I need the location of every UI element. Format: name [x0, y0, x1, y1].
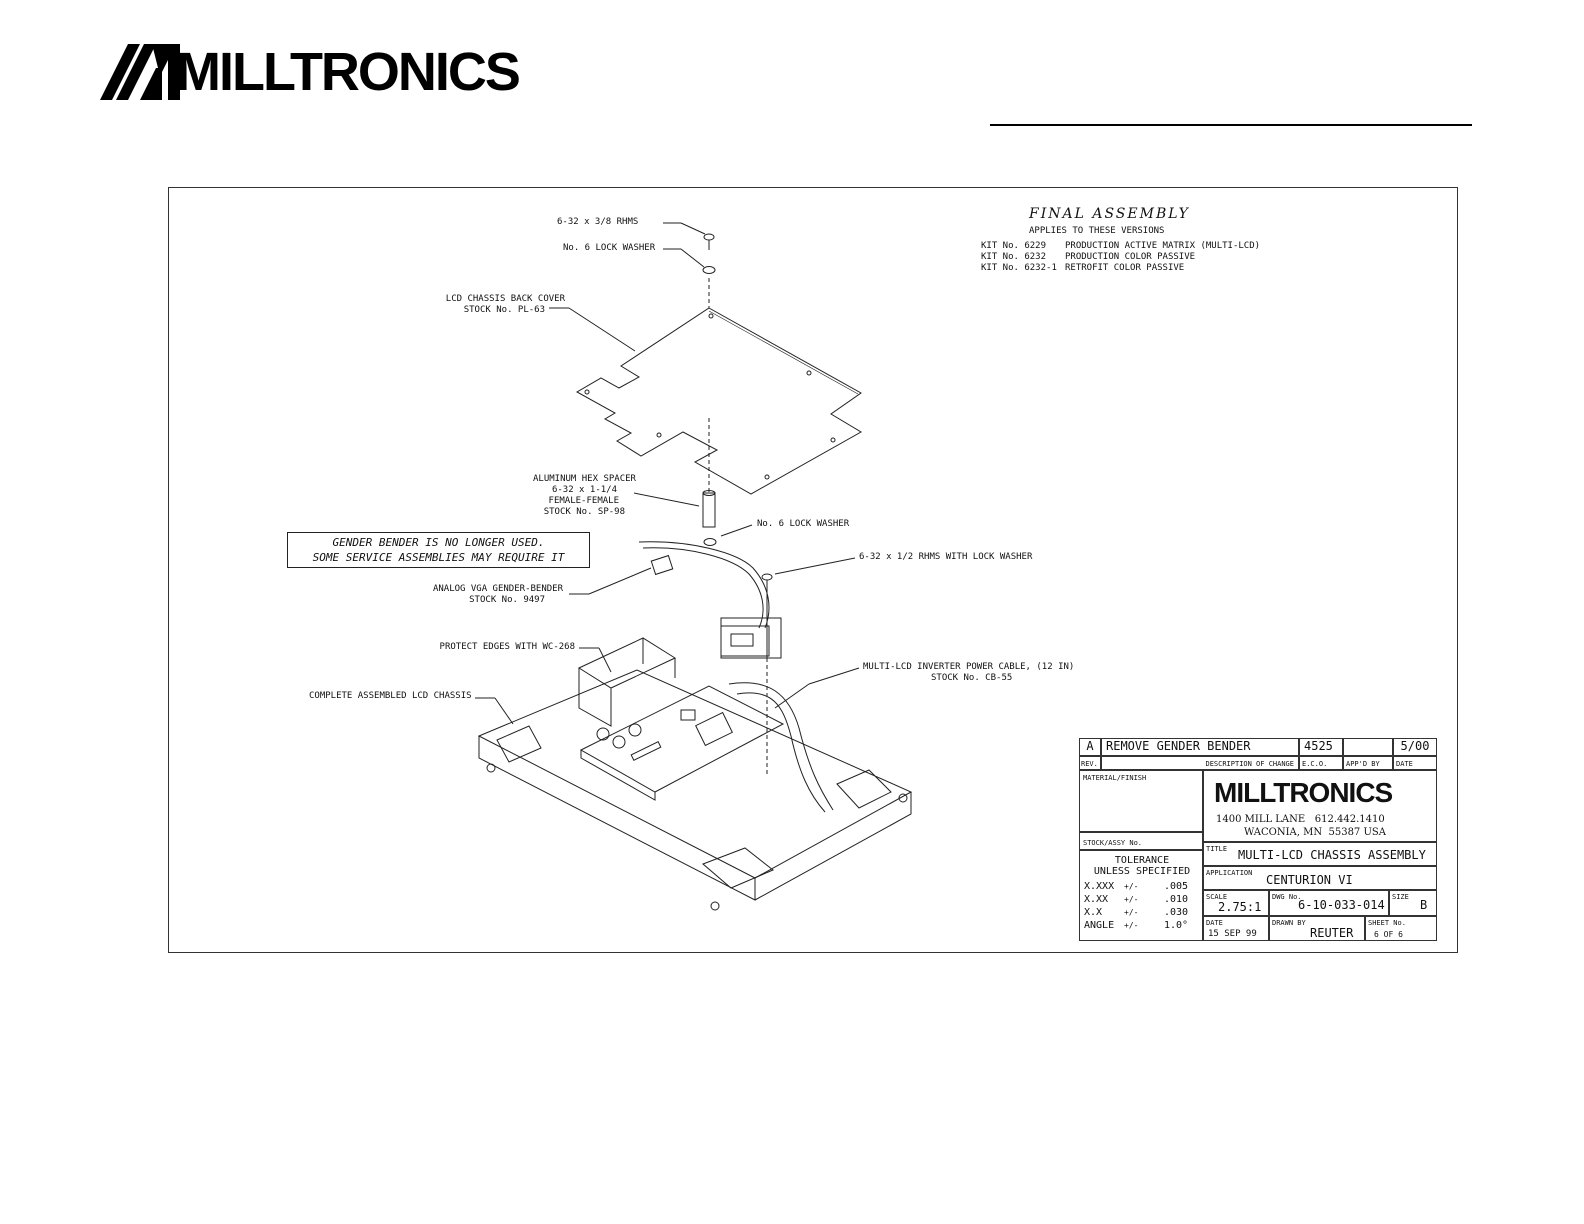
title-cell: TITLE MULTI-LCD CHASSIS ASSEMBLY — [1203, 842, 1437, 866]
callout-spacer-2: 6-32 x 1-1/4 — [551, 485, 617, 495]
final-assembly-subtitle: APPLIES TO THESE VERSIONS — [1029, 226, 1165, 236]
rev-appd — [1343, 738, 1393, 756]
exploded-assembly-drawing — [475, 222, 913, 911]
callout-gender-2: STOCK No. 9497 — [469, 595, 545, 605]
company-address-1: 1400 MILL LANE 612.442.1410 — [1216, 814, 1385, 825]
callout-washer-top: No. 6 LOCK WASHER — [563, 243, 656, 253]
callout-spacer-3: FEMALE-FEMALE — [548, 496, 619, 506]
callout-spacer-4: STOCK No. SP-98 — [543, 507, 625, 517]
hdr-desc: DESCRIPTION OF CHANGE — [1101, 756, 1299, 770]
callout-screw-top: 6-32 x 3/8 RHMS — [557, 217, 639, 227]
logo-mark-icon — [100, 44, 180, 100]
dwg-number: 6-10-033-014 — [1298, 898, 1385, 912]
final-assembly-title: FINAL ASSEMBLY — [1029, 206, 1190, 222]
company-logo: MILLTRONICS — [1214, 777, 1393, 808]
company-address-2: WACONIA, MN 55387 USA — [1244, 827, 1386, 838]
hdr-date: DATE — [1393, 756, 1437, 770]
date-value: 15 SEP 99 — [1208, 929, 1257, 939]
inverter-cable — [728, 682, 834, 811]
rev-date: 5/00 — [1393, 738, 1437, 756]
gender-bender-icon — [638, 541, 770, 657]
size-cell: SIZE B — [1389, 890, 1437, 916]
tolerance-rows: X.XXX+/-.005 X.XX+/-.010 X.X+/-.030 ANGL… — [1084, 880, 1188, 932]
callout-gender-1: ANALOG VGA GENDER-BENDER — [432, 584, 563, 594]
top-screw-icon — [703, 233, 715, 250]
hdr-appd: APP'D BY — [1343, 756, 1393, 770]
header-rule — [990, 124, 1472, 126]
milltronics-logo: MILLTRONICS — [100, 40, 521, 104]
mid-screw-icon — [761, 573, 773, 658]
size-value: B — [1420, 898, 1428, 912]
date-cell: DATE 15 SEP 99 — [1203, 916, 1269, 941]
top-washer-icon — [702, 266, 716, 274]
title-block: A REMOVE GENDER BENDER 4525 5/00 REV. DE… — [1079, 738, 1437, 941]
drawn-value: REUTER — [1310, 926, 1354, 940]
gender-bender-note: GENDER BENDER IS NO LONGER USED. SOME SE… — [287, 532, 590, 568]
callout-spacer-1: ALUMINUM HEX SPACER — [533, 474, 636, 484]
stock-assy: STOCK/ASSY No. — [1079, 832, 1203, 850]
rev-letter: A — [1079, 738, 1101, 756]
callout-washer-mid: No. 6 LOCK WASHER — [757, 519, 850, 529]
hdr-rev: REV. — [1079, 756, 1101, 770]
callout-cable-1: MULTI-LCD INVERTER POWER CABLE, (12 IN) — [863, 662, 1075, 672]
hex-spacer-icon — [702, 492, 716, 528]
rev-eco: 4525 — [1299, 738, 1343, 756]
callout-back-cover-2: STOCK No. PL-63 — [463, 305, 545, 315]
drawn-cell: DRAWN BY REUTER — [1269, 916, 1365, 941]
sheet-value: 6 OF 6 — [1374, 930, 1403, 939]
tolerance-row: X.XX+/-.010 — [1084, 894, 1189, 905]
tolerance-row: ANGLE+/-1.0° — [1084, 920, 1189, 931]
material-finish: MATERIAL/FINISH — [1079, 770, 1203, 832]
tolerance-row: X.XXX+/-.005 — [1084, 881, 1189, 892]
hdr-eco: E.C.O. No. — [1299, 756, 1343, 770]
callout-back-cover-1: LCD CHASSIS BACK COVER — [445, 294, 565, 304]
logo-wordmark: MILLTRONICS — [176, 42, 521, 102]
application-value: CENTURION VI — [1266, 873, 1353, 887]
application-cell: APPLICATION CENTURION VI — [1203, 866, 1437, 890]
company-block: MILLTRONICS 1400 MILL LANE 612.442.1410 … — [1203, 770, 1437, 842]
tolerance-block: TOLERANCE UNLESS SPECIFIED X.XXX+/-.005 … — [1079, 850, 1203, 941]
tolerance-row: X.X+/-.030 — [1084, 907, 1189, 918]
drawing-title: MULTI-LCD CHASSIS ASSEMBLY — [1238, 848, 1426, 862]
dwg-cell: DWG No. 6-10-033-014 — [1269, 890, 1389, 916]
callout-screw-mid: 6-32 x 1/2 RHMS WITH LOCK WASHER — [859, 552, 1033, 562]
back-cover-plate — [575, 307, 862, 495]
callout-cable-2: STOCK No. CB-55 — [931, 673, 1013, 683]
rev-description: REMOVE GENDER BENDER — [1101, 738, 1299, 756]
callout-protect: PROTECT EDGES WITH WC-268 — [439, 642, 575, 652]
cpu-board — [579, 685, 785, 793]
callout-chassis: COMPLETE ASSEMBLED LCD CHASSIS — [309, 691, 472, 701]
scale-value: 2.75:1 — [1218, 900, 1262, 914]
lcd-chassis-tray — [477, 669, 913, 879]
drawing-sheet: 6-32 x 3/8 RHMS No. 6 LOCK WASHER LCD CH… — [168, 187, 1458, 953]
mid-washer-icon — [703, 538, 717, 546]
scale-cell: SCALE 2.75:1 — [1203, 890, 1269, 916]
sheet-cell: SHEET No. 6 OF 6 — [1365, 916, 1437, 941]
